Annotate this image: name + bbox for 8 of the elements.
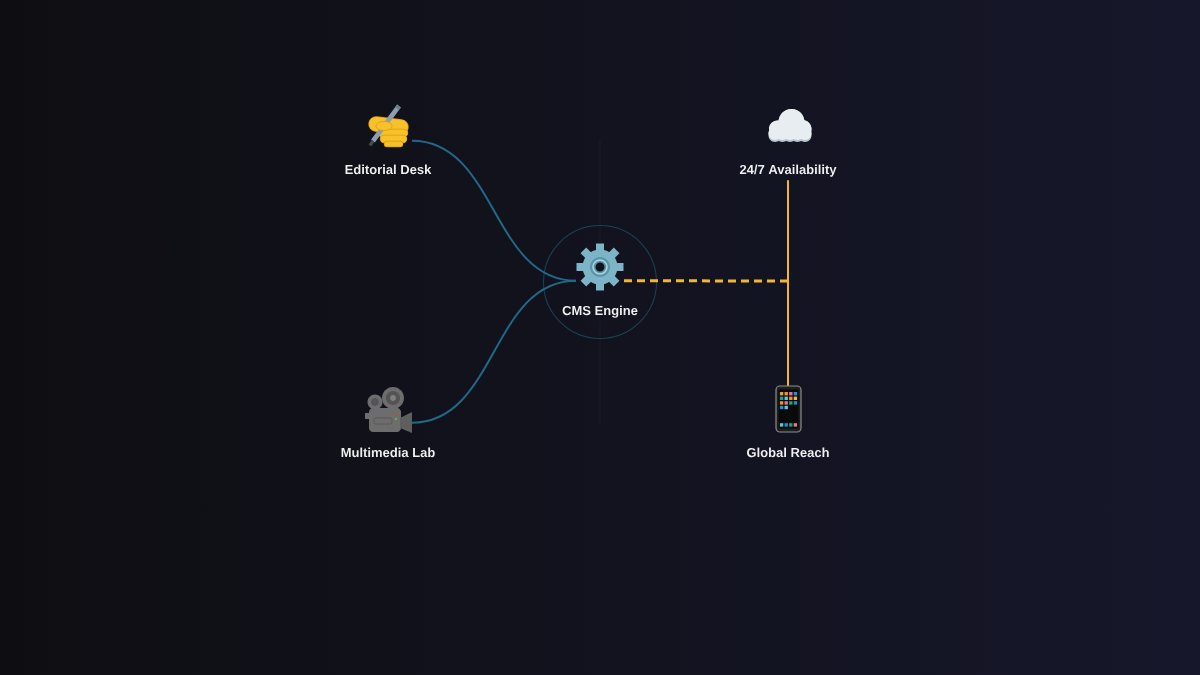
node-label: Multimedia Lab bbox=[341, 447, 435, 458]
connector-line bbox=[787, 179, 789, 387]
node-label: Global Reach bbox=[747, 447, 829, 458]
curved-connector bbox=[411, 279, 577, 424]
dashed-connector bbox=[624, 279, 788, 283]
node-label: CMS Engine bbox=[562, 305, 638, 318]
node-label: 24/7 Availability bbox=[739, 164, 837, 177]
node-label: Editorial Desk bbox=[345, 164, 432, 175]
